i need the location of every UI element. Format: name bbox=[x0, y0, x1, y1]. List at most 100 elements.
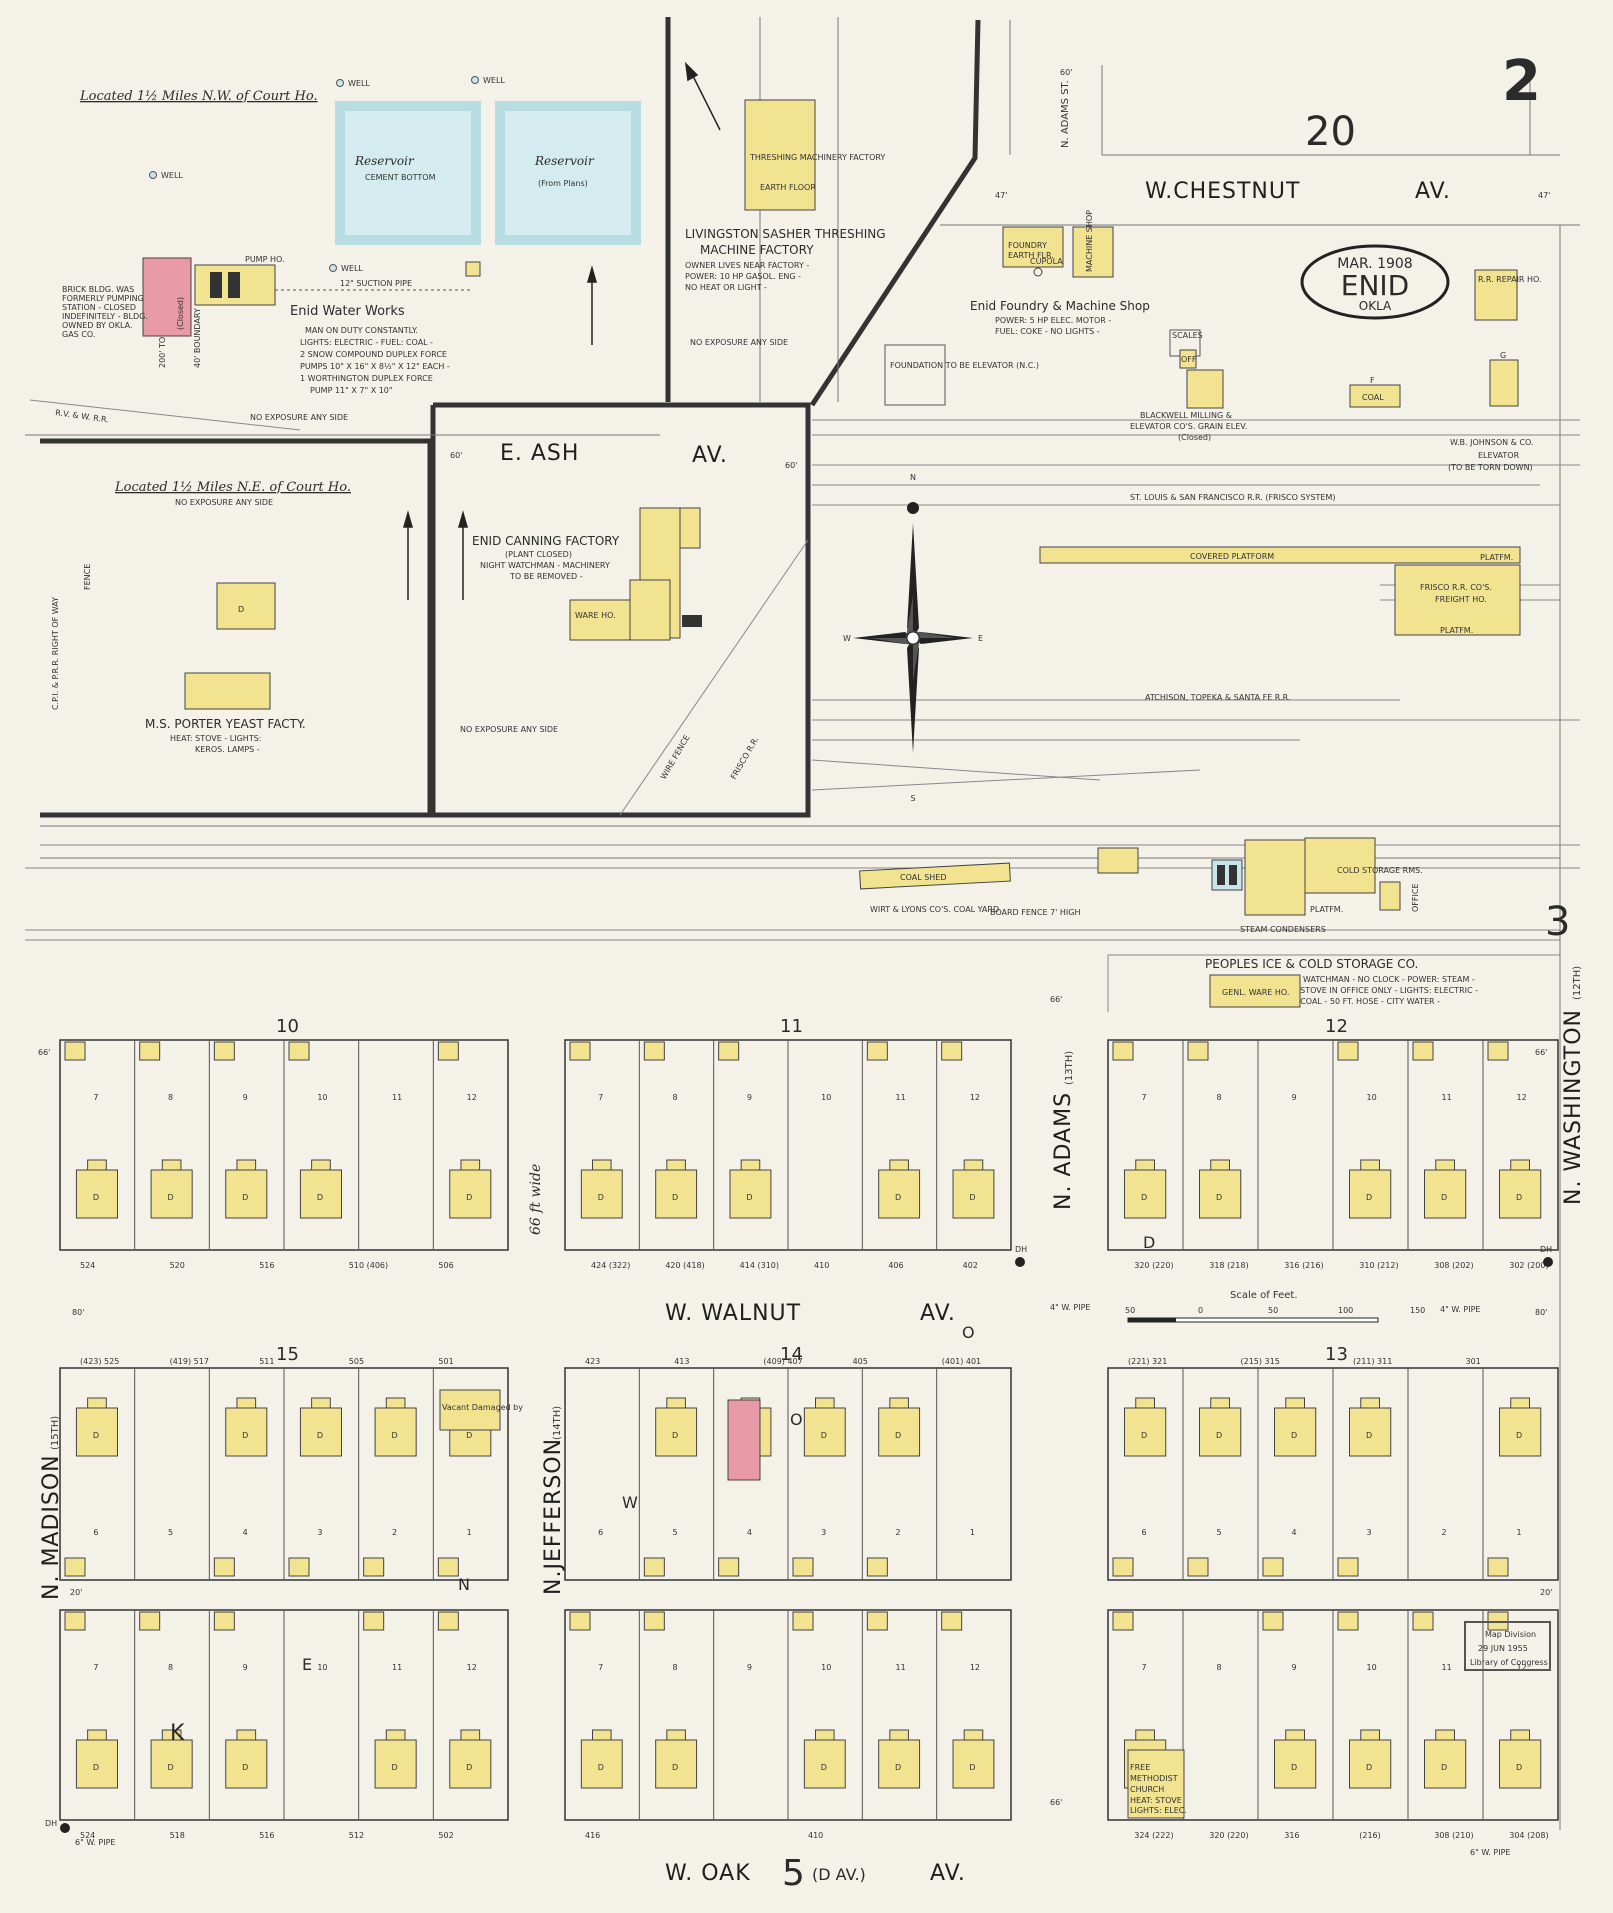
canning-line-2: NIGHT WATCHMAN - MACHINERY bbox=[480, 561, 610, 570]
dwelling bbox=[449, 1739, 492, 1789]
lot-number: 11 bbox=[896, 1663, 906, 1672]
outbuilding bbox=[1412, 1041, 1434, 1061]
street-d-av: (D AV.) bbox=[812, 1865, 866, 1884]
machine-shop-bldg bbox=[1072, 226, 1114, 278]
canning-ware-label: WARE HO. bbox=[575, 611, 616, 620]
address-number: 516 bbox=[259, 1261, 274, 1270]
address-number: 406 bbox=[888, 1261, 903, 1270]
address-number: 524 bbox=[80, 1831, 95, 1840]
threshing-floor: EARTH FLOOR bbox=[760, 183, 816, 192]
dwelling bbox=[75, 1169, 118, 1219]
reservoirs: Reservoir CEMENT BOTTOM Reservoir (From … bbox=[335, 101, 641, 245]
dwelling-letter-d: D bbox=[1216, 1431, 1222, 1440]
porch bbox=[1360, 1159, 1380, 1171]
church-line-2: METHODIST bbox=[1130, 1774, 1178, 1783]
outbuilding bbox=[941, 1611, 963, 1631]
threshing-line-2: POWER: 10 HP GASOL. ENG - bbox=[685, 272, 801, 281]
address-number: 301 bbox=[1466, 1357, 1481, 1366]
reservoir-1 bbox=[335, 101, 481, 245]
north-arrows bbox=[403, 61, 721, 600]
threshing-bldg-label: THRESHING MACHINERY FACTORY bbox=[749, 153, 885, 162]
threshing-line-1: OWNER LIVES NEAR FACTORY - bbox=[685, 261, 809, 270]
dwelling bbox=[75, 1739, 118, 1789]
dwelling-letter-d: D bbox=[821, 1431, 827, 1440]
pump-1 bbox=[210, 272, 222, 298]
dwelling bbox=[655, 1169, 698, 1219]
foundry-label: FOUNDRY bbox=[1008, 241, 1047, 250]
ice-platform-label: PLATFM. bbox=[1310, 905, 1343, 914]
lot-number: 9 bbox=[747, 1093, 752, 1102]
dwelling-letter-d: D bbox=[93, 1431, 99, 1440]
outbuilding bbox=[213, 1041, 235, 1061]
brick-note-5: OWNED BY OKLA. bbox=[62, 321, 133, 330]
yeast-name: M.S. PORTER YEAST FACTY. bbox=[145, 717, 306, 731]
scale-title: Scale of Feet. bbox=[1230, 1290, 1298, 1301]
outbuilding bbox=[866, 1557, 888, 1577]
dim-60-b: 60' bbox=[450, 451, 462, 460]
yeast-bldg bbox=[184, 672, 271, 710]
johnson-elevator: W.B. JOHNSON & CO. ELEVATOR (TO BE TORN … bbox=[1448, 438, 1534, 472]
lot-number: 7 bbox=[93, 1663, 98, 1672]
dwelling bbox=[1349, 1407, 1392, 1457]
dh-label-2: DH bbox=[1540, 1245, 1552, 1254]
lot-number: 7 bbox=[93, 1093, 98, 1102]
outbuilding bbox=[1187, 1041, 1209, 1061]
dwelling-letter-d: D bbox=[392, 1431, 398, 1440]
address-number: 320 (220) bbox=[1134, 1261, 1173, 1270]
ice-line-1: NIGHT WATCHMAN - NO CLOCK - POWER: STEAM… bbox=[1275, 975, 1475, 984]
dwelling-letter-d: D bbox=[317, 1193, 323, 1202]
dwelling bbox=[1499, 1739, 1542, 1789]
grain-elevator-bldg bbox=[1186, 369, 1224, 409]
dwelling-letter-d: D bbox=[1366, 1193, 1372, 1202]
porch bbox=[87, 1159, 107, 1171]
ice-name: PEOPLES ICE & COLD STORAGE CO. bbox=[1205, 957, 1418, 971]
outbuilding bbox=[792, 1611, 814, 1631]
lot-number: 12 bbox=[467, 1093, 477, 1102]
address-number: (409) 407 bbox=[763, 1357, 802, 1366]
note-no-exposure-2: NO EXPOSURE ANY SIDE bbox=[250, 413, 348, 422]
lot-number: 11 bbox=[392, 1093, 402, 1102]
covered-platform bbox=[1039, 546, 1521, 564]
address-number: 302 (200) bbox=[1509, 1261, 1548, 1270]
scale-label-1: 0 bbox=[1198, 1306, 1203, 1315]
scale-label-3: 100 bbox=[1338, 1306, 1353, 1315]
blackwell-line-3: (Closed) bbox=[1178, 433, 1211, 442]
water-works: (Closed) PUMP HO. Enid Water Works MAN O… bbox=[62, 255, 481, 395]
coal-shed-label: COAL SHED bbox=[900, 873, 947, 882]
north-arrow-2-head bbox=[403, 510, 413, 528]
porch bbox=[1435, 1159, 1455, 1171]
section-letter-e: E bbox=[302, 1655, 312, 1674]
well-label-4: WELL bbox=[341, 264, 363, 273]
dwelling-letter-d: D bbox=[1291, 1763, 1297, 1772]
outbuilding bbox=[1112, 1557, 1134, 1577]
lot-number: 6 bbox=[1142, 1528, 1147, 1537]
outbuilding bbox=[213, 1557, 235, 1577]
outbuilding bbox=[643, 1557, 665, 1577]
outbuilding bbox=[941, 1041, 963, 1061]
outbuilding bbox=[866, 1041, 888, 1061]
block-12-number: 12 bbox=[1325, 1016, 1348, 1037]
outbuilding bbox=[718, 1557, 740, 1577]
dwelling-letter-d: D bbox=[1516, 1763, 1522, 1772]
frisco-depot: COVERED PLATFORM FRISCO R.R. CO'S. FREIG… bbox=[1039, 546, 1521, 636]
reservoir-2-note: (From Plans) bbox=[538, 179, 588, 188]
note-frisco-rr: FRISCO R.R. bbox=[729, 735, 761, 781]
dwelling-letter-d: D bbox=[392, 1763, 398, 1772]
dwelling-letter-d: D bbox=[969, 1193, 975, 1202]
outbuilding bbox=[437, 1611, 459, 1631]
address-number: 410 bbox=[814, 1261, 829, 1270]
lot-number: 7 bbox=[1142, 1093, 1147, 1102]
note-frisco-main: ST. LOUIS & SAN FRANCISCO R.R. (FRISCO S… bbox=[1130, 493, 1335, 502]
dwelling-letter-d: D bbox=[1441, 1193, 1447, 1202]
lot-number: 10 bbox=[1367, 1093, 1377, 1102]
brick-note-4: INDEFINITELY - BLDG. bbox=[62, 312, 148, 321]
dh-label-3: DH bbox=[45, 1819, 57, 1828]
address-number: 502 bbox=[438, 1831, 453, 1840]
stamp-date: MAR. 1908 bbox=[1337, 256, 1412, 272]
porch bbox=[1135, 1159, 1155, 1171]
lot-number: 5 bbox=[1217, 1528, 1222, 1537]
street-w-walnut: W. WALNUT bbox=[665, 1301, 801, 1326]
foundry: FOUNDRY EARTH FLR. CUPOLA MACHINE SHOP E… bbox=[970, 210, 1150, 336]
dwelling bbox=[75, 1407, 118, 1457]
